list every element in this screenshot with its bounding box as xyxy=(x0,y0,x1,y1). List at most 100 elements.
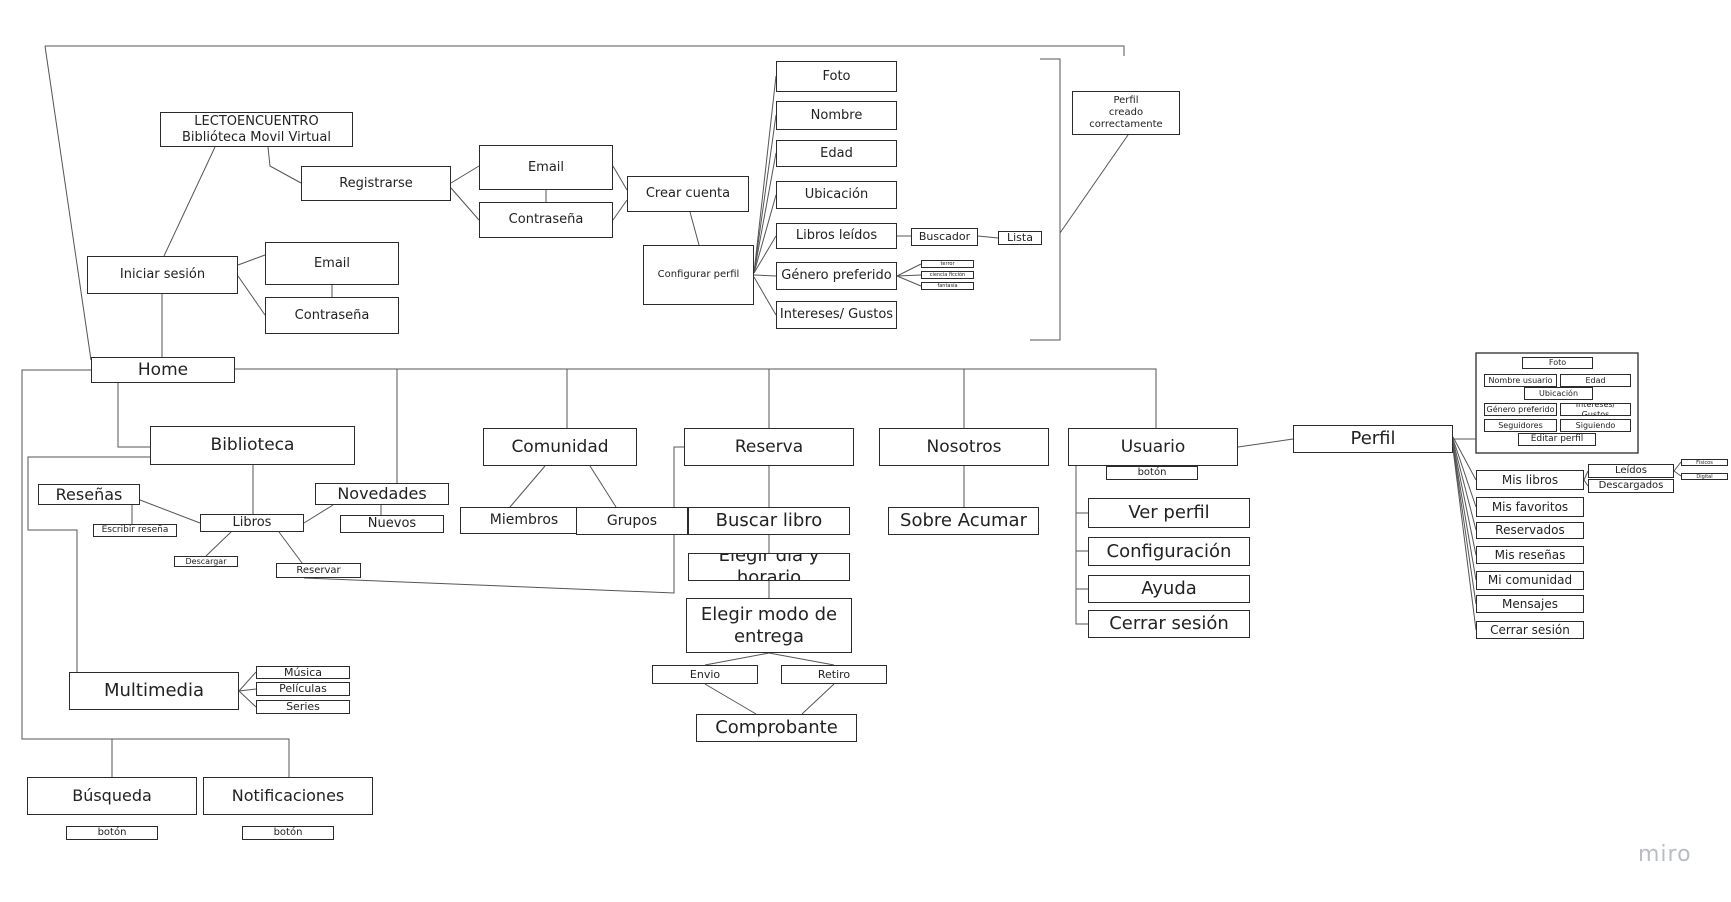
node-genero-tag-3: fantasía xyxy=(921,282,974,290)
node-envio: Envio xyxy=(652,665,758,684)
node-login-contrasena: Contraseña xyxy=(265,297,399,334)
node-series: Series xyxy=(256,700,350,714)
node-nuevos: Nuevos xyxy=(340,515,444,533)
node-mensajes: Mensajes xyxy=(1476,595,1584,613)
node-musica: Música xyxy=(256,666,350,679)
node-libros-leidos: Libros leídos xyxy=(776,223,897,249)
node-cerrar-sesion-perfil: Cerrar sesión xyxy=(1476,621,1584,639)
connector-line xyxy=(450,165,480,184)
connector-line xyxy=(753,152,777,274)
node-perfil: Perfil xyxy=(1293,425,1453,453)
node-intereses: Intereses/ Gustos xyxy=(776,301,897,329)
node-genero-tag-2: ciencia ficción xyxy=(921,271,974,279)
connector-line xyxy=(1452,448,1477,631)
connector-line xyxy=(267,146,302,184)
node-pf-nombre-usuario: Nombre usuario xyxy=(1484,374,1557,387)
node-elegir-dia: Elegir dia y horario xyxy=(688,553,850,581)
node-login-email: Email xyxy=(265,242,399,285)
node-grupos: Grupos xyxy=(576,507,688,535)
connector-line xyxy=(1075,466,1088,625)
node-cerrar-sesion-usuario: Cerrar sesión xyxy=(1088,610,1250,638)
node-iniciar-sesion: Iniciar sesión xyxy=(87,256,238,294)
connector-line xyxy=(753,194,777,274)
node-elegir-modo: Elegir modo de entrega xyxy=(686,598,852,653)
node-lectoencuentro: LECTOENCUENTRO Biblióteca Movil Virtual xyxy=(160,112,353,147)
connector-line xyxy=(238,671,257,692)
node-reservar: Reservar xyxy=(276,563,361,578)
connector-line xyxy=(1673,461,1682,472)
node-leidos-tag-1: Físicos xyxy=(1681,459,1728,466)
connector-line xyxy=(303,504,334,524)
node-retiro: Retiro xyxy=(781,665,887,684)
connector-line xyxy=(237,275,266,316)
node-escribir-resena: Escribir reseña xyxy=(93,524,177,537)
connector-line xyxy=(1452,446,1477,605)
connector-line xyxy=(589,465,617,508)
node-nombre: Nombre xyxy=(776,101,897,130)
connector-line xyxy=(1673,470,1682,477)
node-leidos-tag-2: Digital xyxy=(1681,473,1728,480)
node-pf-edad: Edad xyxy=(1560,374,1631,387)
node-peliculas: Películas xyxy=(256,682,350,696)
connector-line xyxy=(44,45,92,361)
connector-line xyxy=(753,274,777,277)
connector-line xyxy=(1059,134,1129,234)
node-pf-intereses: Intereses/ Gustos xyxy=(1560,403,1631,416)
node-libros: Libros xyxy=(200,514,304,532)
connector-line xyxy=(1452,444,1477,581)
node-notificaciones-boton: botón xyxy=(242,826,334,840)
connector-line xyxy=(509,465,546,508)
node-pf-editar: Editar perfil xyxy=(1518,433,1596,446)
connector-line xyxy=(238,688,257,692)
node-configuracion: Configuración xyxy=(1088,537,1250,566)
connector-line xyxy=(801,683,835,715)
node-reservados: Reservados xyxy=(1476,522,1584,539)
connector-line xyxy=(1452,442,1477,556)
connector-line xyxy=(27,456,150,672)
connector-line xyxy=(612,199,628,221)
node-perfil-creado: Perfil creado correctamente xyxy=(1072,91,1180,135)
node-pf-seguidores: Seguidores xyxy=(1484,419,1557,432)
node-comunidad: Comunidad xyxy=(483,428,637,466)
connector-line xyxy=(237,254,266,266)
connector-line xyxy=(704,652,835,666)
connector-line xyxy=(1030,58,1061,341)
miro-watermark: miro xyxy=(1638,842,1692,867)
node-leidos: Leídos xyxy=(1588,464,1674,478)
connector-line xyxy=(450,187,480,221)
node-mis-libros: Mis libros xyxy=(1476,470,1584,490)
node-reg-email: Email xyxy=(479,145,613,190)
node-pf-genero: Género preferido xyxy=(1484,403,1557,416)
node-pf-ubicacion: Ubicación xyxy=(1524,387,1593,400)
node-descargar: Descargar xyxy=(174,556,238,567)
connector-line xyxy=(612,165,628,191)
connector-line xyxy=(1452,440,1477,531)
connector-line xyxy=(753,235,777,274)
node-descargados: Descargados xyxy=(1588,479,1674,493)
connector-line xyxy=(977,235,999,239)
node-ubicacion: Ubicación xyxy=(776,181,897,209)
node-usuario: Usuario xyxy=(1068,428,1238,466)
connector-line xyxy=(205,531,232,557)
node-buscador: Buscador xyxy=(911,228,978,246)
connector-line xyxy=(235,368,1157,428)
node-pf-foto: Foto xyxy=(1522,357,1593,369)
connector-line xyxy=(278,531,303,564)
node-buscar-libro: Buscar libro xyxy=(688,507,850,535)
node-mis-favoritos: Mis favoritos xyxy=(1476,497,1584,517)
node-novedades: Novedades xyxy=(315,483,449,505)
connector-line xyxy=(753,114,777,274)
node-miembros: Miembros xyxy=(460,507,588,534)
node-home: Home xyxy=(91,357,235,383)
node-pf-siguiendo: Siguiendo xyxy=(1560,419,1631,432)
connector-line xyxy=(45,45,1125,56)
node-mi-comunidad: Mi comunidad xyxy=(1476,571,1584,590)
connector-line xyxy=(139,499,201,524)
node-reg-contrasena: Contraseña xyxy=(479,202,613,238)
node-multimedia: Multimedia xyxy=(69,672,239,710)
node-foto: Foto xyxy=(776,61,897,92)
connector-line xyxy=(1237,438,1294,448)
connector-line xyxy=(689,211,700,246)
node-genero-tag-1: terror xyxy=(921,260,974,268)
